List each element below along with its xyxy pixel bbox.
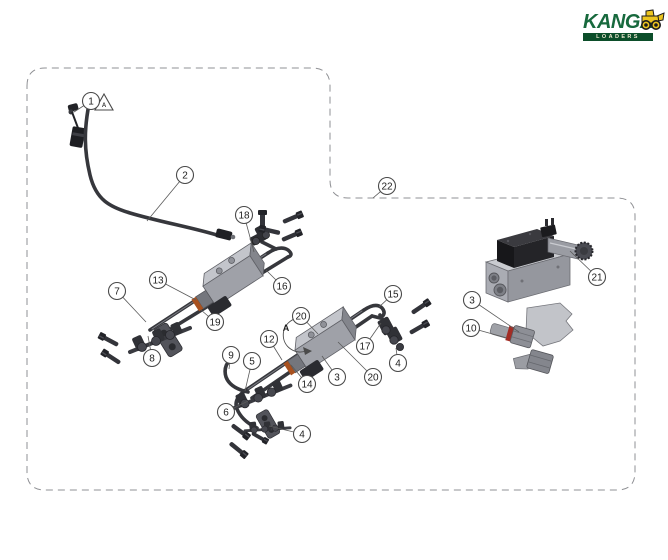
svg-text:3: 3 — [334, 372, 340, 383]
callout-4: 4 — [388, 347, 408, 373]
callout-2: 2 — [146, 165, 195, 222]
svg-text:5: 5 — [249, 356, 255, 367]
svg-text:20: 20 — [295, 311, 307, 322]
svg-text:7: 7 — [114, 286, 120, 297]
callout-1: 1 — [73, 91, 101, 113]
svg-text:A: A — [283, 323, 290, 333]
svg-text:20: 20 — [367, 372, 379, 383]
callout-5: 5 — [242, 351, 262, 392]
svg-text:3: 3 — [469, 295, 475, 306]
elbow-cluster-right — [377, 316, 404, 351]
svg-text:16: 16 — [276, 281, 288, 292]
callout-19: 19 — [200, 309, 225, 332]
callout-12: 12 — [259, 329, 283, 361]
callout-20: 20 — [337, 341, 383, 387]
svg-text:6: 6 — [223, 407, 229, 418]
svg-text:4: 4 — [395, 358, 401, 369]
logo-row: KANGA — [583, 9, 665, 33]
callout-3: 3 — [462, 290, 520, 333]
svg-text:A: A — [102, 103, 107, 109]
callout-15: 15 — [378, 284, 403, 308]
callout-4: 4 — [268, 424, 312, 444]
svg-text:15: 15 — [387, 289, 399, 300]
callout-18: 18 — [234, 205, 255, 253]
fitting-upper — [489, 323, 535, 349]
callout-8: 8 — [142, 335, 162, 368]
solenoid-valve — [484, 218, 594, 303]
svg-text:12: 12 — [263, 334, 275, 345]
svg-text:2: 2 — [182, 170, 188, 181]
callout-14: 14 — [290, 364, 317, 394]
callout-13: 13 — [148, 270, 197, 301]
callout-7: 7 — [107, 281, 147, 323]
breather-part — [67, 103, 86, 148]
tee-fitting-1 — [249, 210, 270, 246]
kanga-logo: KANGA LOADERS — [583, 9, 665, 41]
inlet-fitting-assembly — [489, 302, 574, 374]
svg-text:22: 22 — [381, 181, 393, 192]
loader-machine-icon — [641, 9, 665, 30]
svg-text:4: 4 — [299, 429, 305, 440]
svg-text:10: 10 — [465, 323, 477, 334]
svg-text:9: 9 — [228, 350, 234, 361]
svg-text:18: 18 — [238, 210, 250, 221]
svg-text:8: 8 — [149, 353, 155, 364]
svg-text:17: 17 — [359, 341, 371, 352]
valve-assembly-2: A — [223, 297, 432, 460]
fitting-lower — [512, 349, 554, 374]
callout-6: 6 — [216, 400, 249, 422]
logo-subtitle: LOADERS — [596, 34, 640, 40]
callout-16: 16 — [265, 269, 292, 296]
callout-3: 3 — [321, 355, 347, 387]
hose-part — [83, 95, 236, 241]
callout-9: 9 — [221, 345, 241, 370]
callout-22: 22 — [372, 176, 397, 199]
svg-text:13: 13 — [152, 275, 164, 286]
callout-17: 17 — [355, 322, 382, 356]
svg-text:21: 21 — [591, 272, 603, 283]
logo-bar: LOADERS — [583, 33, 653, 41]
svg-text:19: 19 — [209, 317, 221, 328]
callout-10: 10 — [461, 318, 508, 339]
logo-brand: KANGA — [583, 11, 654, 33]
callout-20: 20 — [291, 306, 319, 335]
svg-text:14: 14 — [301, 379, 313, 390]
callout-21: 21 — [569, 250, 607, 287]
svg-text:1: 1 — [88, 96, 94, 107]
